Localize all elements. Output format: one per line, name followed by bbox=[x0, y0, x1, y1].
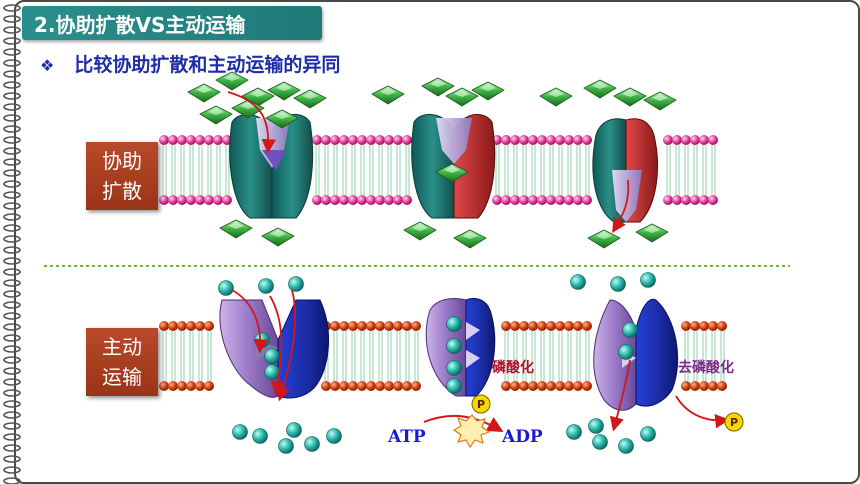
channel-protein-1 bbox=[229, 114, 314, 219]
atp-adp-arrow bbox=[423, 414, 504, 432]
phosphate-icon-1: P bbox=[471, 394, 491, 414]
diffusion-arrow-1 bbox=[227, 91, 276, 154]
phosphorylation-label: 磷酸化 bbox=[492, 359, 534, 376]
active-label-line1: 主动 bbox=[102, 335, 142, 359]
phosphate-release-arrow bbox=[675, 395, 730, 429]
lipid-bilayer-top bbox=[159, 135, 718, 205]
transport-arrow-1 bbox=[231, 289, 268, 354]
dephosphorylation-label: 去磷酸化 bbox=[678, 359, 734, 376]
facilitated-label-line2: 扩散 bbox=[102, 179, 142, 203]
transport-arrow-4 bbox=[609, 359, 631, 432]
facilitated-diffusion-label: 协助 扩散 bbox=[86, 142, 158, 210]
solute-molecules-top bbox=[187, 71, 677, 249]
subtitle-text: 比较协助扩散和主动运输的异同 bbox=[74, 54, 341, 76]
section-title-bar: 2.协助扩散VS主动运输 bbox=[22, 6, 322, 40]
active-label-line2: 运输 bbox=[102, 365, 142, 389]
facilitated-label-line1: 协助 bbox=[102, 149, 142, 173]
spiral-binding bbox=[3, 4, 21, 484]
subtitle: ❖ 比较协助扩散和主动运输的异同 bbox=[40, 50, 340, 77]
solute-ions bbox=[218, 272, 656, 454]
atp-label: ATP bbox=[387, 427, 426, 447]
energy-burst-icon bbox=[452, 414, 491, 449]
active-transport-label: 主动 运输 bbox=[86, 328, 158, 396]
diffusion-arrow-3 bbox=[612, 179, 630, 234]
diamond-bullet-icon: ❖ bbox=[40, 56, 55, 75]
transport-arrow-2 bbox=[269, 295, 286, 396]
transport-arrow-3 bbox=[276, 289, 297, 402]
svg-text:P: P bbox=[730, 416, 738, 429]
channel-protein-3 bbox=[592, 118, 659, 223]
section-title: 2.协助扩散VS主动运输 bbox=[34, 13, 246, 37]
channel-protein-2 bbox=[411, 114, 496, 219]
phosphate-icon-2: P bbox=[724, 412, 744, 432]
svg-text:P: P bbox=[477, 398, 485, 411]
adp-label: ADP bbox=[501, 427, 543, 447]
carrier-protein-3 bbox=[593, 298, 679, 411]
